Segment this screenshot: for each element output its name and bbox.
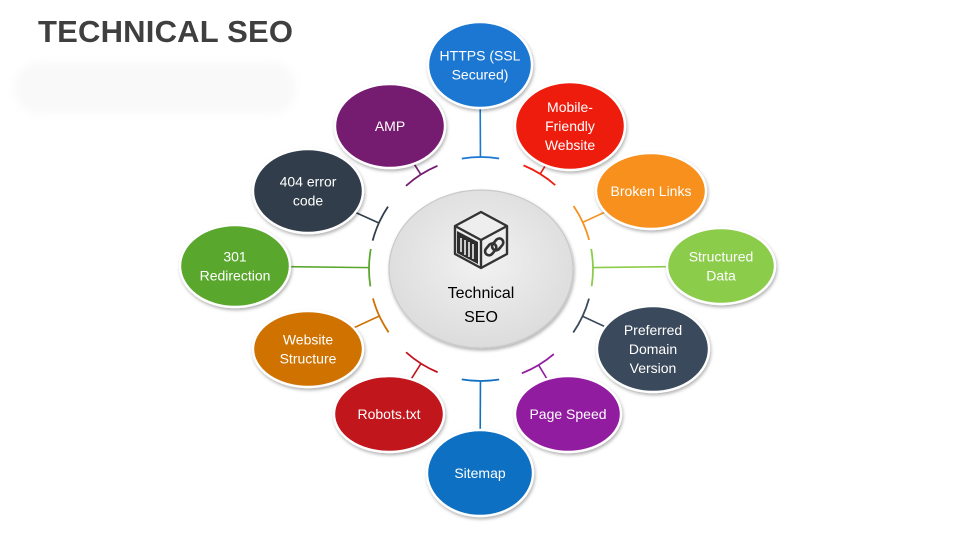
node-bubble-redirection	[178, 223, 292, 309]
ring-arc-https	[461, 156, 500, 160]
node-bubble-robots	[332, 374, 446, 454]
node-bubble-mobile-friendly	[513, 80, 627, 172]
node-bubble-https	[426, 20, 534, 110]
node-bubble-page-speed	[513, 374, 623, 454]
ring-arc-broken-links	[572, 205, 591, 241]
ring-arc-preferred-domain	[572, 298, 590, 334]
node-bubble-structured-data	[665, 226, 777, 306]
node-bubble-preferred-domain	[595, 304, 711, 394]
node-label-broken-links: Broken Links	[611, 183, 692, 199]
ring-arc-robots	[405, 351, 438, 374]
ring-arc-error-404	[371, 206, 389, 241]
node-sitemap: Sitemap	[425, 428, 535, 518]
background-shape	[14, 62, 296, 114]
node-label-sitemap: Sitemap	[454, 465, 506, 481]
page-title: TECHNICAL SEO	[38, 14, 294, 49]
ring-arc-redirection	[368, 248, 372, 287]
node-label-robots: Robots.txt	[357, 406, 420, 422]
connector-mobile-friendly	[539, 164, 547, 175]
connectors	[289, 107, 668, 431]
node-label-page-speed: Page Speed	[529, 406, 606, 422]
node-page-speed: Page Speed	[513, 374, 623, 454]
node-label-amp: AMP	[375, 118, 405, 134]
ring-arc-page-speed	[521, 353, 555, 375]
connector-redirection	[289, 265, 370, 269]
node-bubble-amp	[333, 82, 447, 170]
connector-robots	[410, 363, 422, 380]
node-robots: Robots.txt	[332, 374, 446, 454]
node-bubble-website-structure	[251, 309, 365, 389]
node-bubble-error-404	[251, 147, 365, 235]
ring-arc-structured-data	[590, 248, 594, 287]
ring-arc-website-structure	[372, 298, 390, 333]
connector-broken-links	[582, 211, 606, 224]
connector-website-structure	[353, 315, 380, 329]
ring-arc-mobile-friendly	[523, 164, 556, 186]
ring-arc-sitemap	[461, 378, 500, 382]
ring-arc-amp	[405, 164, 438, 187]
node-bubble-sitemap	[425, 428, 535, 518]
node-amp: AMP	[333, 82, 447, 170]
connector-page-speed	[537, 364, 548, 380]
node-bubble-broken-links	[594, 151, 708, 231]
connector-structured-data	[592, 265, 668, 269]
connector-preferred-domain	[582, 315, 606, 328]
node-broken-links: Broken Links	[594, 151, 708, 231]
connector-error-404	[355, 211, 380, 224]
server-link-cube-icon	[453, 210, 509, 270]
dashed-ring	[368, 156, 594, 382]
connector-amp	[413, 163, 422, 175]
